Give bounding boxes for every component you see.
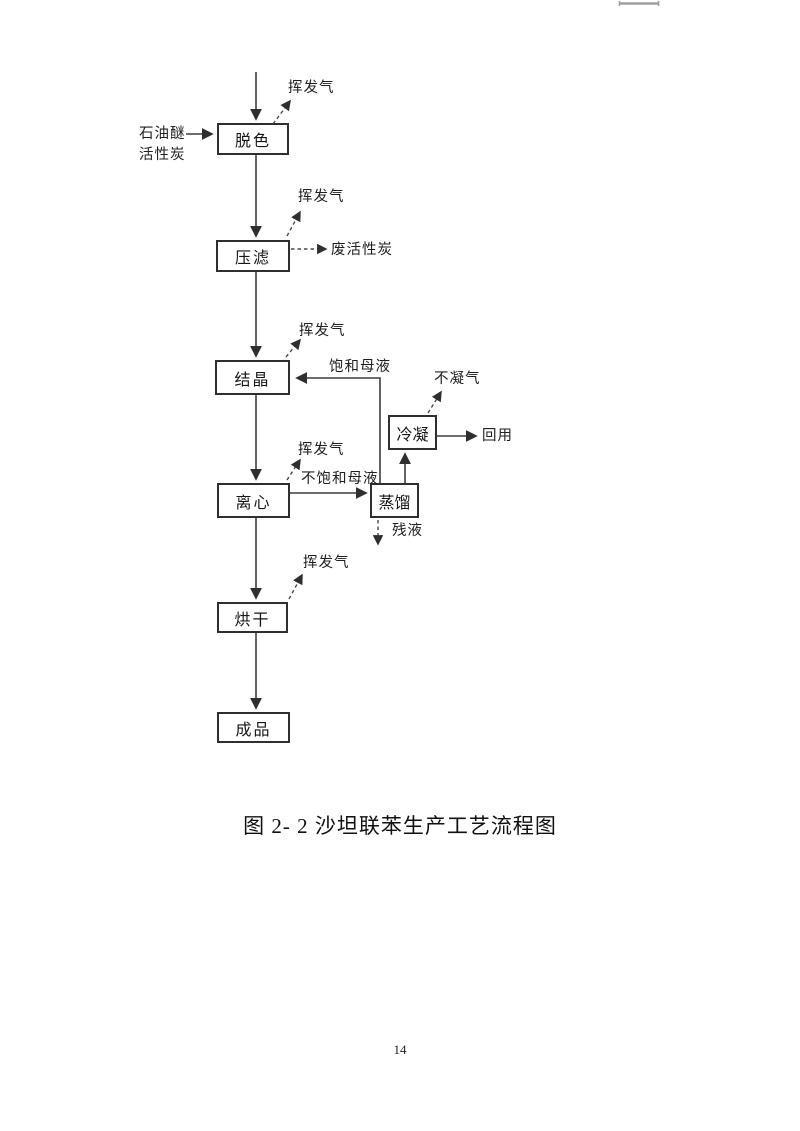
stream-label-waste-activated-carbon: 废活性炭 xyxy=(331,242,393,258)
process-box-press-filter: 压滤 xyxy=(216,240,290,272)
stream-label-noncondensable-gas: 不凝气 xyxy=(434,371,481,387)
stream-label-volatile-gas-5: 挥发气 xyxy=(303,555,350,571)
stream-label-volatile-gas-2: 挥发气 xyxy=(298,189,345,205)
process-box-decolorize: 脱色 xyxy=(217,123,289,155)
process-box-product: 成品 xyxy=(217,712,290,743)
page-number: 14 xyxy=(393,1042,407,1057)
stream-label-activated-carbon: 活性炭 xyxy=(139,147,186,163)
stream-label-volatile-gas-3: 挥发气 xyxy=(299,323,346,339)
stream-label-petroleum-ether: 石油醚 xyxy=(139,126,186,142)
stream-label-unsaturated-mother-liquor: 不饱和母液 xyxy=(301,471,379,487)
process-box-condense: 冷凝 xyxy=(388,415,437,450)
process-box-crystallize: 结晶 xyxy=(215,360,290,395)
figure-caption: 图 2- 2 沙坦联苯生产工艺流程图 xyxy=(243,814,557,838)
stream-label-volatile-gas-4: 挥发气 xyxy=(298,442,345,458)
stream-label-residual-liquid: 残液 xyxy=(392,523,423,539)
process-box-centrifuge: 离心 xyxy=(217,483,290,518)
stream-label-volatile-gas-1: 挥发气 xyxy=(288,80,335,96)
scan-artifact-line xyxy=(618,1,660,6)
process-box-dry: 烘干 xyxy=(217,602,288,633)
stream-label-saturated-mother-liquor: 饱和母液 xyxy=(329,359,391,375)
process-box-distill: 蒸馏 xyxy=(370,483,419,518)
stream-label-feed: 石油醚 活性炭 xyxy=(139,124,186,166)
stream-label-reuse: 回用 xyxy=(482,428,513,444)
